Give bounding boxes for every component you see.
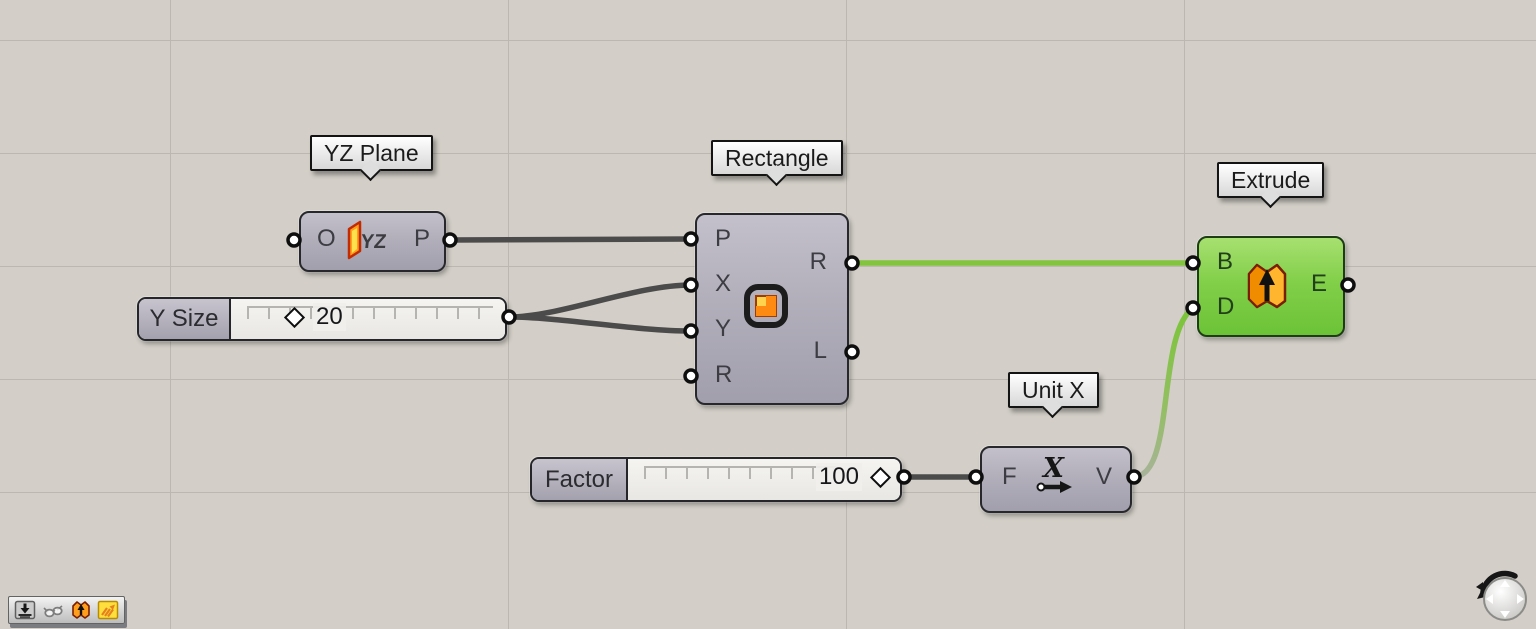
slider-factor-value: 100 bbox=[815, 463, 862, 491]
place-on-canvas-icon[interactable] bbox=[14, 599, 36, 621]
nub-extrude-e[interactable] bbox=[1340, 277, 1356, 293]
nub-factor-out[interactable] bbox=[896, 469, 912, 485]
nub-rectangle-r-out[interactable] bbox=[844, 255, 860, 271]
output-p[interactable]: P bbox=[413, 225, 430, 252]
compass-notch-north bbox=[1500, 580, 1510, 587]
nub-unitx-v[interactable] bbox=[1126, 469, 1142, 485]
output-l[interactable]: L bbox=[813, 337, 827, 364]
rectangle-icon bbox=[744, 284, 788, 328]
nub-rectangle-x[interactable] bbox=[683, 277, 699, 293]
compass-flag bbox=[1476, 582, 1483, 591]
slider-y-size-track[interactable]: 20 bbox=[231, 299, 505, 339]
slider-ticks bbox=[247, 306, 493, 319]
nub-unitx-f[interactable] bbox=[968, 469, 984, 485]
compass-notch-east bbox=[1517, 594, 1524, 604]
slider-y-size-value: 20 bbox=[313, 303, 346, 331]
wire-yzplane-to-rectangle-p[interactable] bbox=[447, 236, 694, 243]
compass-notch-south bbox=[1500, 611, 1510, 618]
slider-factor-track[interactable]: 100 bbox=[628, 459, 900, 500]
extrude-icon bbox=[1247, 263, 1287, 309]
input-d[interactable]: D bbox=[1217, 293, 1235, 320]
nub-rectangle-l[interactable] bbox=[844, 344, 860, 360]
callout-extrude: Extrude bbox=[1217, 162, 1325, 198]
component-rectangle[interactable]: P X Y R R L bbox=[695, 213, 849, 405]
input-o[interactable]: O bbox=[317, 225, 336, 252]
wire-ysize-to-rectangle-y[interactable] bbox=[506, 314, 694, 334]
slider-factor[interactable]: Factor 100 bbox=[530, 457, 902, 502]
nub-yzplane-p[interactable] bbox=[442, 232, 458, 248]
input-b[interactable]: B bbox=[1217, 248, 1234, 275]
callout-unit-x: Unit X bbox=[1008, 372, 1099, 408]
input-r[interactable]: R bbox=[715, 361, 733, 388]
slider-factor-label: Factor bbox=[532, 459, 628, 500]
nub-extrude-d[interactable] bbox=[1185, 300, 1201, 316]
preview-glasses-icon[interactable] bbox=[41, 599, 65, 621]
nub-yzplane-o[interactable] bbox=[286, 232, 302, 248]
slider-y-size[interactable]: Y Size 20 bbox=[137, 297, 507, 341]
input-p[interactable]: P bbox=[715, 225, 732, 252]
callout-yz-plane: YZ Plane bbox=[310, 135, 433, 171]
nub-ysize-out[interactable] bbox=[501, 309, 517, 325]
nub-extrude-b[interactable] bbox=[1185, 255, 1201, 271]
canvas-compass[interactable] bbox=[1474, 567, 1532, 625]
output-e[interactable]: E bbox=[1310, 270, 1327, 297]
compass-notch-west bbox=[1486, 594, 1493, 604]
extrude-tool-icon[interactable] bbox=[70, 599, 92, 621]
callout-rectangle: Rectangle bbox=[711, 140, 843, 176]
svg-text:YZ: YZ bbox=[360, 231, 388, 253]
output-v[interactable]: V bbox=[1095, 463, 1112, 490]
yz-plane-icon: YZ bbox=[347, 220, 388, 260]
input-x[interactable]: X bbox=[715, 270, 732, 297]
wire-unitx-v-to-extrude-d[interactable] bbox=[1131, 305, 1196, 480]
nub-rectangle-p[interactable] bbox=[683, 231, 699, 247]
nub-rectangle-r-in[interactable] bbox=[683, 368, 699, 384]
unit-x-icon: X bbox=[1036, 453, 1072, 493]
output-r[interactable]: R bbox=[809, 248, 827, 275]
compass-sphere[interactable] bbox=[1483, 577, 1527, 621]
input-y[interactable]: Y bbox=[715, 315, 732, 342]
canvas-mini-toolbar bbox=[8, 596, 125, 624]
input-f[interactable]: F bbox=[1002, 463, 1017, 490]
sketch-tool-icon[interactable] bbox=[97, 599, 119, 621]
component-unit-x[interactable]: F V X bbox=[980, 446, 1132, 513]
slider-ticks bbox=[644, 466, 836, 479]
nub-rectangle-y[interactable] bbox=[683, 323, 699, 339]
slider-y-size-label: Y Size bbox=[139, 299, 231, 339]
component-extrude[interactable]: B D E bbox=[1197, 236, 1345, 337]
svg-text:X: X bbox=[1041, 453, 1065, 484]
